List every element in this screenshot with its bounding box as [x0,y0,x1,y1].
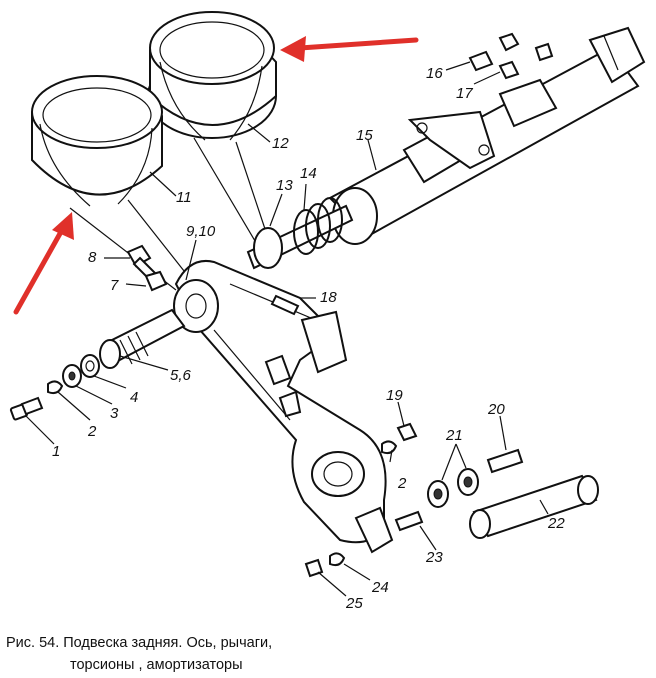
caption-line-1: Рис. 54. Подвеска задняя. Ось, рычаги, [6,635,273,651]
label-17: 17 [456,85,473,102]
bushings-21 [427,468,479,508]
bushing-11 [31,75,163,207]
label-18: 18 [320,289,337,306]
bolt-20 [486,448,524,474]
pin-23 [394,510,424,532]
nut-7 [144,270,168,292]
label-12: 12 [272,135,289,152]
washer-24 [329,552,346,567]
label-23: 23 [425,549,443,566]
label-5-6: 5,6 [170,367,192,384]
bolt-16 [468,32,520,72]
red-arrow-left [13,212,74,315]
shock-absorber-22 [469,474,599,539]
label-1: 1 [52,443,60,460]
torsion-tube-15 [328,26,646,245]
caption-line-2: торсионы , амортизаторы [70,657,243,673]
fitting-18 [270,294,300,316]
label-15: 15 [356,127,373,144]
trailing-arm [173,260,394,554]
label-21: 21 [445,427,463,444]
washer-2 [47,380,64,395]
spring-14 [293,197,343,255]
figure-caption: Рис. 54. Подвеска задняя. Ось, рычаги, т… [6,632,272,676]
label-13: 13 [276,177,293,194]
label-20: 20 [487,401,505,418]
nut-17 [498,42,554,80]
washer-2b [381,440,398,455]
label-4: 4 [130,389,138,406]
leader-lines [25,61,549,597]
label-16: 16 [426,65,443,82]
label-19: 19 [386,387,403,404]
washer-3 [62,364,82,388]
bushing-12 [147,11,277,141]
nut-4 [80,354,100,378]
red-arrow-top [280,36,419,62]
label-14: 14 [300,165,317,182]
part-labels: 1 2 3 4 5,6 7 8 9,10 11 12 13 14 15 16 1… [52,65,565,612]
label-3: 3 [110,405,119,422]
label-8: 8 [88,249,97,266]
label-7: 7 [110,277,119,294]
label-25: 25 [345,595,363,612]
label-9-10: 9,10 [186,223,216,240]
assembly-guide-lines [69,137,267,291]
label-24: 24 [371,579,389,596]
label-11: 11 [176,189,192,206]
label-2: 2 [87,423,97,440]
nut-19 [396,422,418,442]
torsion-bar-13 [246,204,354,270]
label-2b: 2 [397,475,407,492]
stub-axle-5-6 [99,308,186,369]
bolt-1 [9,396,44,421]
label-22: 22 [547,515,565,532]
